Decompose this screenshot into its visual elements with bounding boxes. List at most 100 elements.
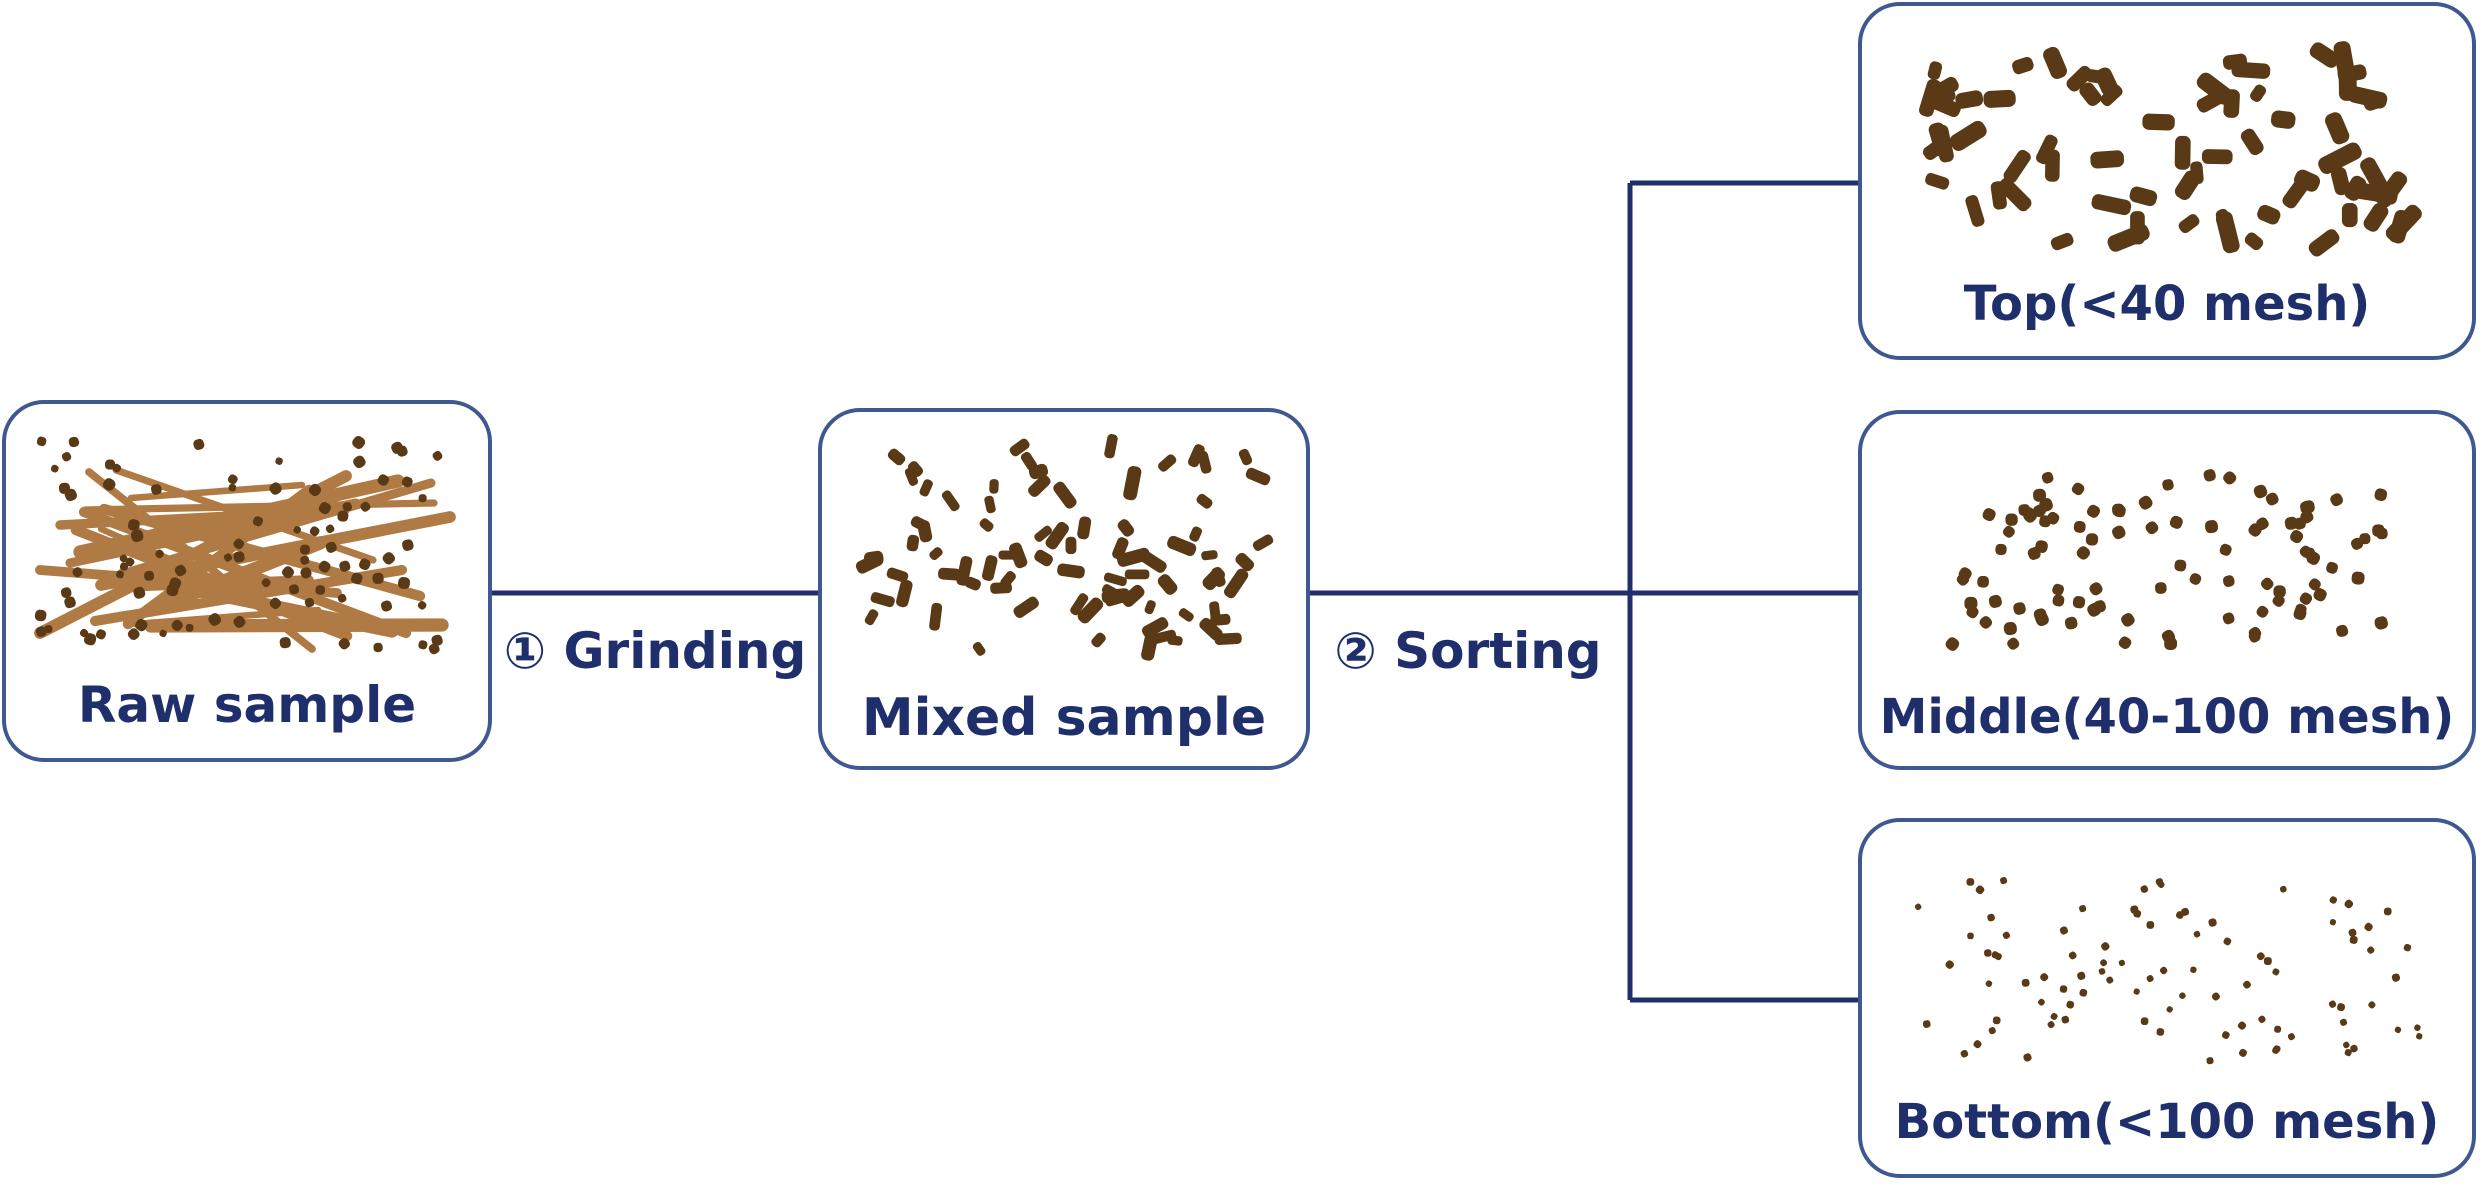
particle xyxy=(281,566,295,579)
particle xyxy=(193,438,205,450)
particle xyxy=(2374,488,2388,502)
particle xyxy=(2079,82,2102,106)
particle xyxy=(2196,72,2234,105)
particle xyxy=(318,502,331,515)
particle xyxy=(2089,582,2103,596)
particle xyxy=(1070,593,1089,616)
particle xyxy=(2129,186,2158,207)
particle xyxy=(104,459,116,470)
particle xyxy=(2033,488,2047,502)
particle xyxy=(119,554,128,563)
particle xyxy=(2344,899,2354,909)
particle xyxy=(2221,1031,2230,1039)
particle xyxy=(360,501,371,512)
particle xyxy=(2243,980,2251,989)
particle xyxy=(2363,203,2389,232)
particle xyxy=(2368,1001,2376,1009)
particle xyxy=(2374,616,2387,629)
particle xyxy=(938,567,961,581)
fiber xyxy=(65,498,361,568)
particle xyxy=(2166,1006,2173,1013)
particle xyxy=(2261,577,2274,591)
particle xyxy=(228,483,237,492)
particle xyxy=(2348,928,2357,937)
particle xyxy=(318,560,331,573)
particle xyxy=(2087,602,2102,617)
particle xyxy=(2237,1021,2247,1030)
particle xyxy=(1202,567,1225,591)
particle xyxy=(2118,636,2132,650)
particle xyxy=(2041,471,2054,484)
particle xyxy=(2223,471,2237,485)
particle xyxy=(887,448,906,466)
particle xyxy=(2112,503,2125,517)
particle xyxy=(2248,626,2262,640)
particle xyxy=(431,634,443,647)
particle xyxy=(2079,988,2088,997)
particle xyxy=(35,626,47,638)
particle xyxy=(2106,976,2114,984)
particle xyxy=(2068,951,2077,960)
particle xyxy=(300,555,310,565)
particle xyxy=(2388,209,2411,244)
particle xyxy=(998,550,1018,560)
particle xyxy=(2146,975,2154,983)
mixed-sample-box xyxy=(818,408,1310,770)
particle xyxy=(135,618,148,632)
particle xyxy=(2279,885,2287,893)
particle xyxy=(982,555,998,581)
particle xyxy=(227,474,238,485)
particle xyxy=(1045,521,1069,550)
particle xyxy=(373,642,383,653)
particle xyxy=(2403,943,2412,952)
particle xyxy=(1112,537,1129,560)
particle xyxy=(2023,508,2038,523)
particle xyxy=(2142,113,2175,131)
particle xyxy=(2341,202,2358,228)
particle xyxy=(2085,533,2099,546)
particle xyxy=(2002,525,2015,538)
particle xyxy=(2066,65,2093,92)
particle xyxy=(150,484,162,495)
particle xyxy=(2347,86,2388,109)
particle xyxy=(2256,605,2269,618)
particle xyxy=(906,534,920,552)
particle xyxy=(1121,584,1145,607)
particle xyxy=(2351,571,2365,585)
particle xyxy=(2052,583,2065,596)
particle xyxy=(2364,922,2373,932)
particle xyxy=(352,435,366,449)
particle xyxy=(1927,61,1943,80)
particle xyxy=(2190,966,2197,974)
particle xyxy=(2157,881,2165,889)
particle xyxy=(1210,613,1231,626)
particle xyxy=(2013,602,2026,615)
particle xyxy=(1998,177,2032,212)
particle xyxy=(377,474,389,486)
particle xyxy=(929,602,943,631)
particle xyxy=(1987,913,1995,922)
particle xyxy=(2325,112,2350,145)
particle xyxy=(2248,523,2262,537)
particle xyxy=(2035,134,2058,165)
particle xyxy=(2272,1046,2280,1054)
particle xyxy=(2000,877,2008,885)
particle xyxy=(1965,195,1985,227)
particle xyxy=(964,576,981,591)
particle xyxy=(886,567,909,583)
particle xyxy=(2360,157,2388,192)
particle xyxy=(1034,525,1053,542)
particle xyxy=(275,457,283,465)
particle xyxy=(380,600,393,612)
particle xyxy=(1992,1016,2001,1025)
particle xyxy=(1167,535,1197,557)
particle xyxy=(1187,444,1205,468)
particle xyxy=(2206,1057,2214,1065)
particle xyxy=(269,482,282,495)
particle xyxy=(2284,516,2298,530)
particle xyxy=(2287,1033,2295,1041)
particle xyxy=(185,623,194,632)
particle xyxy=(36,436,47,447)
particle xyxy=(896,579,913,608)
particle xyxy=(2300,500,2314,515)
